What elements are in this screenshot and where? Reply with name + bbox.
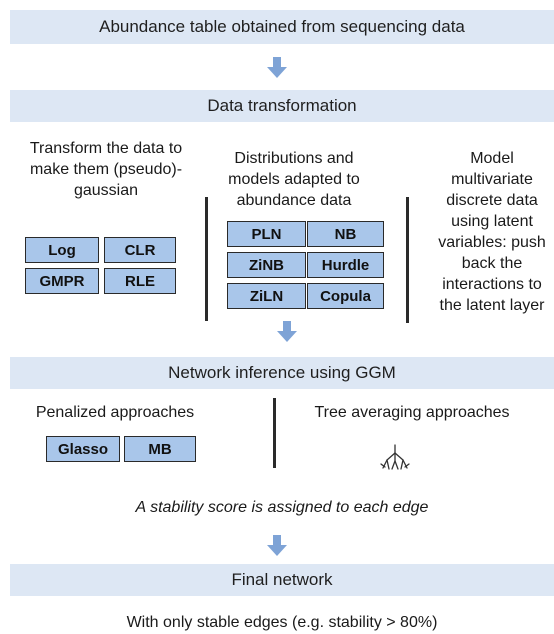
down-arrow-icon bbox=[267, 57, 287, 78]
step-network-inference: Network inference using GGM bbox=[10, 357, 554, 389]
column-divider bbox=[406, 197, 409, 323]
column-divider bbox=[205, 197, 208, 321]
stability-score-text: A stability score is assigned to each ed… bbox=[135, 499, 429, 516]
tree-icon bbox=[380, 444, 410, 470]
method-mb: MB bbox=[124, 436, 196, 462]
method-zinb: ZiNB bbox=[227, 252, 306, 278]
method-clr: CLR bbox=[104, 237, 176, 263]
method-log: Log bbox=[25, 237, 99, 263]
penalized-approaches-title: Penalized approaches bbox=[35, 404, 195, 421]
method-ziln: ZiLN bbox=[227, 283, 306, 309]
tree-averaging-title: Tree averaging approaches bbox=[314, 404, 510, 421]
method-glasso: Glasso bbox=[46, 436, 120, 462]
latent-variables-text: Model multivariate discrete data using l… bbox=[438, 150, 546, 314]
method-hurdle: Hurdle bbox=[307, 252, 384, 278]
distributions-text: Distributions and models adapted to abun… bbox=[228, 150, 360, 209]
method-copula: Copula bbox=[307, 283, 384, 309]
step-data-transformation: Data transformation bbox=[10, 90, 554, 122]
stable-edges-text: With only stable edges (e.g. stability >… bbox=[126, 614, 438, 631]
step-abundance-table-label: Abundance table obtained from sequencing… bbox=[99, 17, 465, 36]
method-pln: PLN bbox=[227, 221, 306, 247]
method-gmpr: GMPR bbox=[25, 268, 99, 294]
down-arrow-icon bbox=[267, 535, 287, 556]
method-nb: NB bbox=[307, 221, 384, 247]
step-network-inference-label: Network inference using GGM bbox=[168, 363, 396, 382]
step-data-transformation-label: Data transformation bbox=[207, 96, 357, 115]
transform-gaussian-text: Transform the data to make them (pseudo)… bbox=[29, 140, 183, 199]
step-final-network: Final network bbox=[10, 564, 554, 596]
step-final-network-label: Final network bbox=[231, 570, 333, 589]
column-divider bbox=[273, 398, 276, 468]
down-arrow-icon bbox=[277, 321, 297, 342]
method-rle: RLE bbox=[104, 268, 176, 294]
step-abundance-table: Abundance table obtained from sequencing… bbox=[10, 10, 554, 44]
